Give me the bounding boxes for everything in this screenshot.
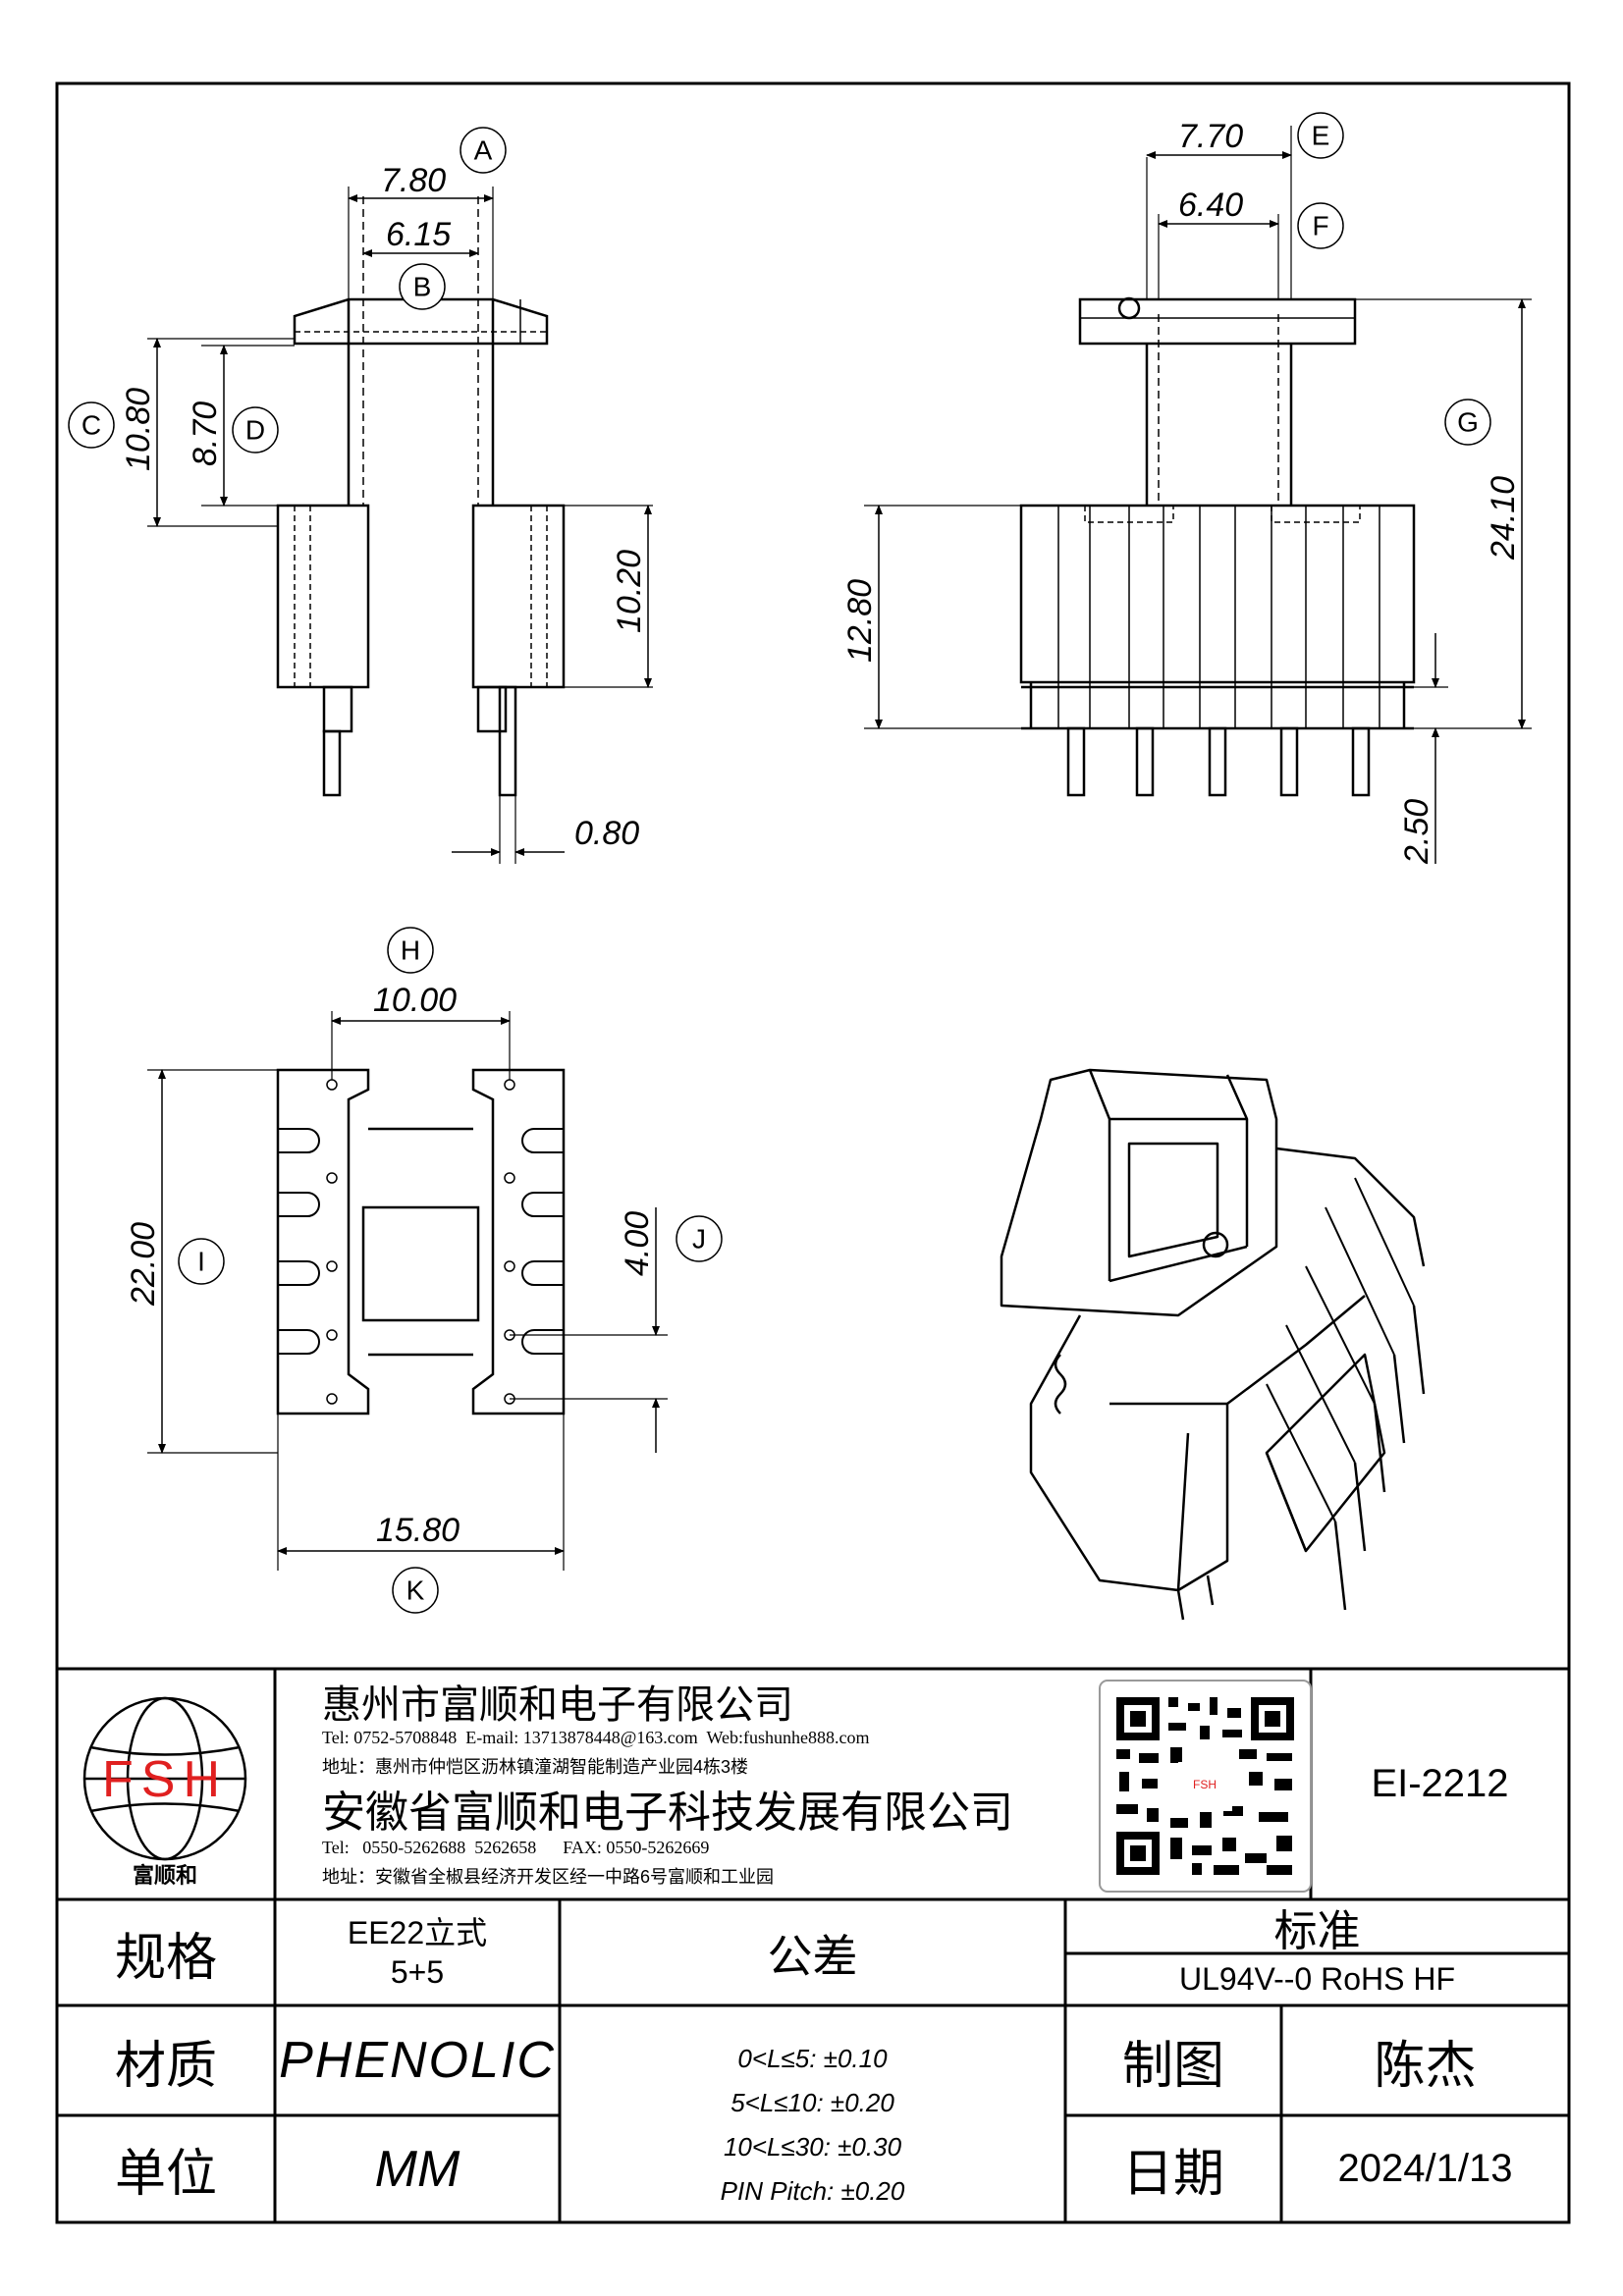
material-value: PHENOLIC <box>279 2032 556 2089</box>
callout-letters: A B C D E F G H I J K <box>81 121 1479 1606</box>
tolerance-row-1: 0<L≤5: ±0.10 <box>737 2044 888 2073</box>
logo-caption: 富顺和 <box>132 1863 197 1888</box>
dimension-labels: 7.80 6.15 10.80 8.70 10.20 0.80 7.70 6.4… <box>120 118 1522 1549</box>
dim-k: 15.80 <box>376 1512 460 1549</box>
bubble-f: F <box>1312 211 1328 241</box>
bubble-h: H <box>401 935 420 966</box>
dim-d: 8.70 <box>187 401 224 466</box>
dim-g: 24.10 <box>1485 476 1522 561</box>
bubble-k: K <box>406 1575 425 1606</box>
dim-h: 10.00 <box>373 982 457 1019</box>
side-view-dimensions <box>875 151 1526 864</box>
front-view <box>147 187 653 864</box>
front-view-dimensions <box>153 194 652 856</box>
bubble-d: D <box>245 415 265 446</box>
tolerance-label: 公差 <box>767 1932 858 1982</box>
side-view <box>864 126 1532 797</box>
callout-bubbles <box>68 112 1491 1614</box>
standard-value: UL94V--0 RoHS HF <box>1179 1961 1455 1997</box>
logo-text: FSH <box>102 1751 228 1808</box>
dim-a: 7.80 <box>381 162 446 199</box>
bubble-b: B <box>413 272 432 302</box>
bottom-view <box>147 1011 668 1571</box>
spec-value: EE22立式 5+5 <box>275 1899 560 2005</box>
drawn-value: 陈杰 <box>1374 2038 1477 2095</box>
sheet-border <box>55 81 1571 2224</box>
material-label: 材质 <box>114 2038 217 2095</box>
unit-value: MM <box>374 2140 460 2198</box>
title-block: 富顺和 惠州市富顺和电子有限公司 Tel: 0752-5708848 E-mai… <box>57 1669 1569 2222</box>
standard-label: 标准 <box>1273 1906 1361 1955</box>
bubble-a: A <box>474 135 493 166</box>
tolerance-row-4: PIN Pitch: ±0.20 <box>720 2176 905 2206</box>
company-1-address: 地址：惠州市仲恺区沥林镇潼湖智能制造产业园4栋3楼 <box>322 1757 749 1777</box>
part-number: EI-2212 <box>1371 1762 1509 1805</box>
dim-f: 6.40 <box>1178 187 1243 224</box>
spec-label: 规格 <box>114 1930 217 1987</box>
isometric-view <box>1000 1068 1426 1621</box>
dim-i: 22.00 <box>125 1222 162 1307</box>
company-2-address: 地址：安徽省全椒县经济开发区经一中路6号富顺和工业园 <box>322 1867 775 1887</box>
tolerance-row-2: 5<L≤10: ±0.20 <box>730 2088 894 2117</box>
bubble-c: C <box>81 410 101 441</box>
bubble-g: G <box>1457 407 1479 438</box>
qr-code <box>1099 1680 1312 1893</box>
tolerance-row-3: 10<L≤30: ±0.30 <box>723 2132 902 2162</box>
dim-e: 7.70 <box>1178 118 1243 155</box>
dim-side-height: 12.80 <box>841 579 879 663</box>
company-logo <box>82 1696 247 1861</box>
company-1-name: 惠州市富顺和电子有限公司 <box>322 1682 793 1727</box>
bubble-i: I <box>197 1247 205 1277</box>
dim-pin-width: 0.80 <box>574 815 639 852</box>
spec-value-line-2: 5+5 <box>390 1954 445 1990</box>
company-2-contact: Tel: 0550-5262688 5262658 FAX: 0550-5262… <box>322 1838 710 1857</box>
spec-value-line-1: EE22立式 <box>347 1915 488 1950</box>
date-label: 日期 <box>1121 2147 1224 2203</box>
tolerance-list: 0<L≤5: ±0.10 5<L≤10: ±0.20 10<L≤30: ±0.3… <box>560 2032 1065 2218</box>
drawn-label: 制图 <box>1121 2038 1224 2095</box>
qr-center-label: FSH <box>1193 1778 1217 1791</box>
bottom-view-dimensions <box>158 1017 660 1555</box>
dim-base-height: 10.20 <box>611 550 648 633</box>
bubble-j: J <box>692 1224 706 1255</box>
dim-j: 4.00 <box>619 1211 656 1276</box>
dim-c: 10.80 <box>120 388 157 471</box>
company-2-name: 安徽省富顺和电子科技发展有限公司 <box>322 1789 1013 1837</box>
date-value: 2024/1/13 <box>1337 2147 1513 2190</box>
titleblock-grid <box>57 1667 1569 2222</box>
dim-pin-length: 2.50 <box>1398 799 1435 865</box>
company-1-contact: Tel: 0752-5708848 E-mail: 13713878448@16… <box>322 1728 870 1747</box>
dim-b: 6.15 <box>386 216 451 253</box>
bubble-e: E <box>1312 121 1330 151</box>
unit-label: 单位 <box>114 2147 217 2203</box>
